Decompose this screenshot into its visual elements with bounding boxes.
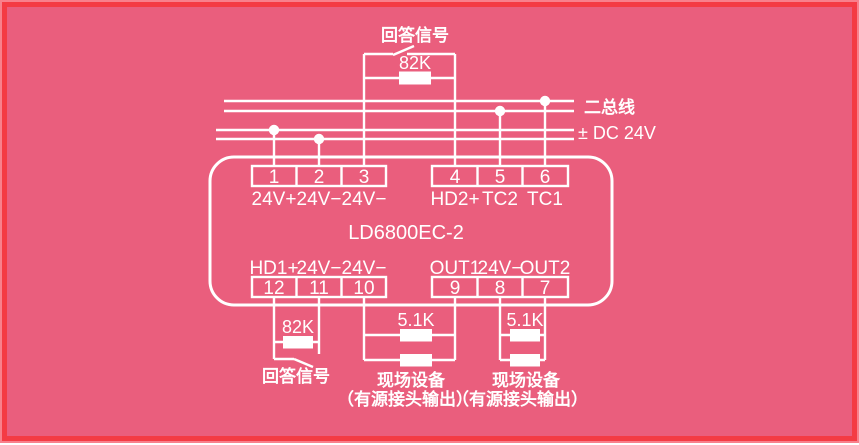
terminal-number-4: 4	[450, 167, 461, 188]
bottom-answer-signal-circuit: 82K 回答信号	[262, 297, 330, 386]
resistor-82k-bottom-symbol	[283, 336, 313, 349]
terminal-label-4: HD2+	[430, 189, 479, 210]
resistor-82k-top-symbol	[399, 71, 431, 85]
terminal-label-10: 24V−	[342, 258, 387, 279]
terminal-box-group-456	[430, 164, 570, 188]
bus-lines	[216, 95, 574, 145]
terminal-number-1: 1	[269, 167, 280, 188]
terminal-number-2: 2	[314, 167, 325, 188]
terminal-label-1: 24V+	[252, 189, 297, 210]
bus-label-two-wire: 二总线	[584, 97, 635, 117]
terminal-number-9: 9	[450, 278, 461, 299]
resistor-82k-bottom-value: 82K	[282, 317, 314, 337]
switch-blade	[293, 357, 314, 369]
terminal-block-bottom: HD1+ 24V− 24V− OUT1 24V− OUT2 12 11 10 9…	[249, 258, 570, 299]
field-device-label-1: 现场设备	[377, 370, 446, 390]
terminal-number-3: 3	[359, 167, 370, 188]
terminal-label-2: 24V−	[297, 189, 342, 210]
switch-symbol-bottom	[274, 357, 314, 369]
terminal-label-5: TC2	[482, 189, 518, 210]
terminal-label-11: 24V−	[297, 258, 342, 279]
terminal-number-5: 5	[495, 167, 506, 188]
terminal-number-10: 10	[353, 278, 374, 299]
answer-signal-top-label: 回答信号	[381, 25, 449, 45]
field-device-label-2: 现场设备	[492, 370, 561, 390]
terminal-label-6: TC1	[527, 189, 563, 210]
device-body	[208, 155, 614, 307]
field-device-circuit-1: 5.1K 现场设备 （有源接头输出）	[337, 297, 473, 409]
terminal-number-11: 11	[309, 278, 329, 299]
terminal-number-8: 8	[495, 278, 506, 299]
terminal-label-8: 24V−	[478, 258, 523, 279]
switch-blade	[392, 44, 415, 57]
terminal-label-12: HD1+	[249, 258, 298, 279]
switch-symbol-top	[364, 44, 455, 57]
field-device-symbol-1	[400, 354, 432, 367]
terminal-block-top: 1 2 3 4 5 6 24V+ 24V− 24V− HD2+ TC2 TC1	[250, 164, 570, 210]
field-device-note-1: （有源接头输出）	[337, 389, 473, 409]
resistor-5k1-value-2: 5.1K	[506, 310, 543, 330]
top-terminal-wires	[272, 54, 547, 166]
terminal-label-7: OUT2	[520, 258, 571, 279]
resistor-5k1-symbol-2	[510, 329, 540, 342]
field-device-symbol-2	[510, 354, 540, 367]
terminal-number-12: 12	[263, 278, 284, 299]
resistor-82k-top-value: 82K	[399, 53, 431, 73]
field-device-circuit-2: 5.1K 现场设备 （有源接头输出）	[452, 297, 588, 409]
field-device-note-2: （有源接头输出）	[452, 389, 588, 409]
resistor-5k1-value-1: 5.1K	[397, 310, 434, 330]
terminal-number-6: 6	[540, 167, 551, 188]
answer-signal-bottom-label: 回答信号	[262, 366, 330, 386]
top-answer-signal-circuit: 82K 回答信号	[364, 25, 455, 85]
device-model-label: LD6800EC-2	[348, 222, 464, 244]
terminal-box-group-123	[250, 164, 388, 188]
terminal-label-3: 24V−	[342, 189, 387, 210]
terminal-label-9: OUT1	[430, 258, 481, 279]
bus-label-dc24v: ± DC 24V	[578, 123, 656, 143]
terminal-number-7: 7	[540, 278, 551, 299]
resistor-5k1-symbol-1	[400, 329, 432, 342]
